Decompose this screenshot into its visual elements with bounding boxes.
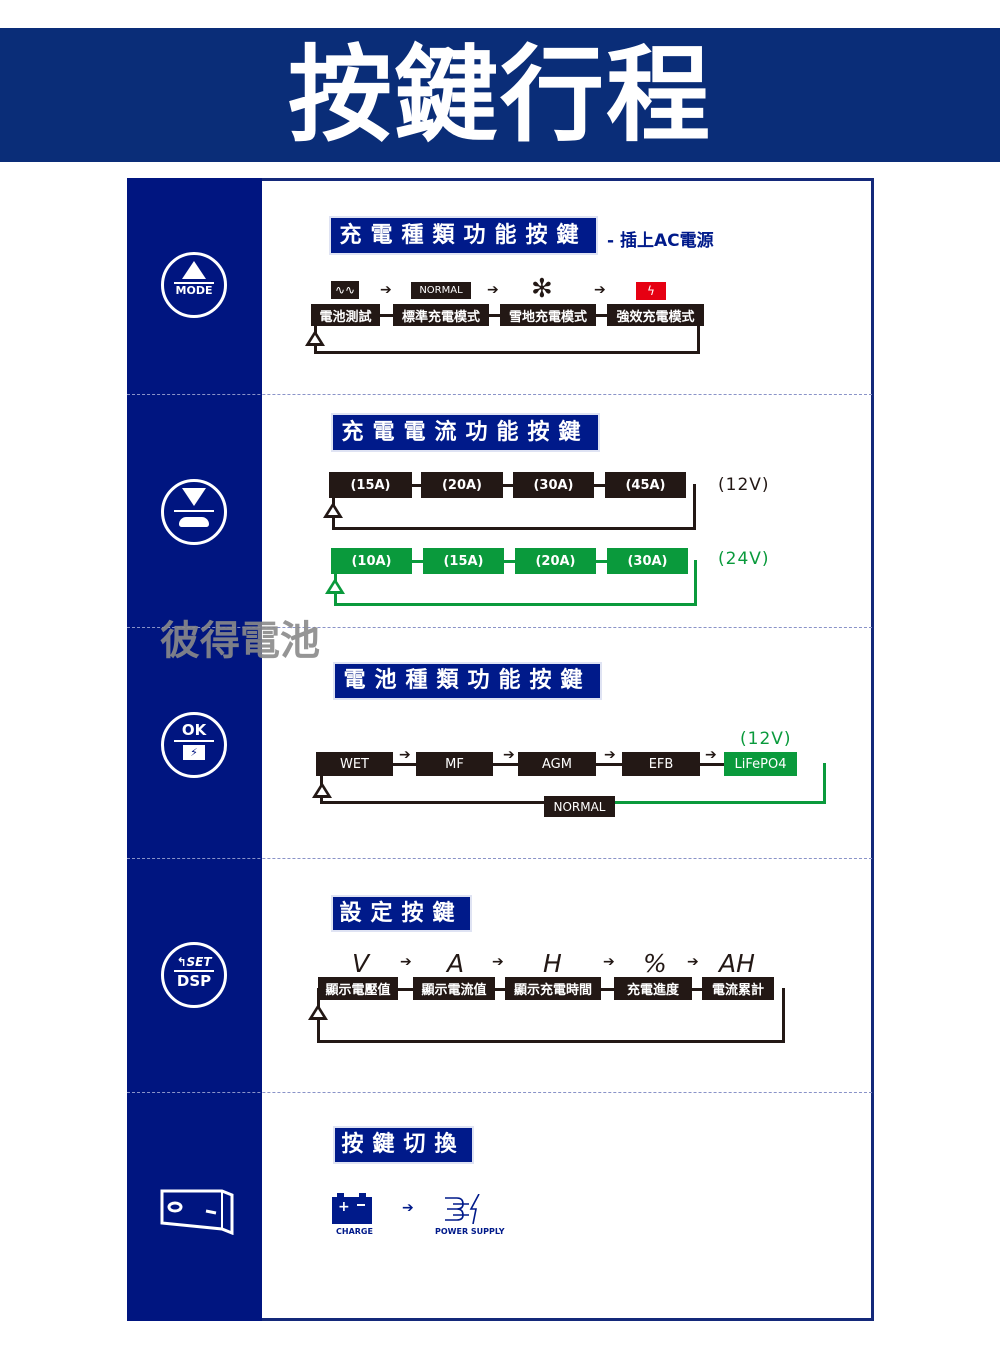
arrow-icon: ➔ xyxy=(399,747,411,763)
step-box: 顯示電流值 xyxy=(413,977,495,1000)
connector-line xyxy=(331,560,688,563)
voltage-label-12v: (12V) xyxy=(740,729,792,749)
mode-up-button-icon: MODE xyxy=(161,252,227,318)
return-arrow-icon xyxy=(325,578,345,594)
ok-label: OK xyxy=(181,721,207,739)
arrow-icon: ➔ xyxy=(603,954,615,970)
down-car-button-icon xyxy=(161,479,227,545)
return-arrow-icon xyxy=(323,502,343,518)
step-box: (20A) xyxy=(515,548,596,574)
step-box: (10A) xyxy=(331,548,412,574)
section-title: 充電電流功能按鍵 xyxy=(331,413,600,452)
step-box: 雪地充電模式 xyxy=(500,304,596,326)
step-box: (15A) xyxy=(329,472,412,498)
step-box: 顯示電壓值 xyxy=(318,977,398,1000)
voltage-label-12v: (12V) xyxy=(718,475,770,495)
return-arrow-icon xyxy=(312,782,332,798)
arrow-icon: ➔ xyxy=(400,954,412,970)
boost-battery-icon: ϟ xyxy=(636,282,666,300)
arrow-icon: ➔ xyxy=(503,747,515,763)
step-box: 電池測試 xyxy=(311,304,380,326)
display-symbol: A xyxy=(447,949,465,978)
step-box: (20A) xyxy=(421,472,503,498)
step-box: (30A) xyxy=(607,548,688,574)
mode-label: MODE xyxy=(175,284,213,297)
step-box: 充電進度 xyxy=(614,977,692,1000)
ac-power-note: - 插上AC電源 xyxy=(607,231,714,251)
arrow-icon: ➔ xyxy=(687,954,699,970)
display-symbol: % xyxy=(643,949,667,978)
voltage-label-24v: (24V) xyxy=(718,549,770,569)
divider xyxy=(127,1092,872,1093)
car-icon xyxy=(179,517,209,527)
display-symbol: V xyxy=(352,949,370,978)
arrow-icon: ➔ xyxy=(705,747,717,763)
step-box: 顯示充電時間 xyxy=(505,977,601,1000)
divider xyxy=(127,627,872,628)
section-title: 電池種類功能按鍵 xyxy=(333,662,602,700)
battery-test-icon: ∿∿ xyxy=(331,281,359,299)
page-title: 按鍵行程 xyxy=(287,34,712,156)
snowflake-icon: ✻ xyxy=(531,274,553,304)
divider xyxy=(127,858,872,859)
divider xyxy=(127,394,872,395)
dsp-label: DSP xyxy=(176,972,212,990)
battery-type-4: LiFePO4 xyxy=(724,752,797,776)
step-box: (30A) xyxy=(513,472,594,498)
display-symbol: H xyxy=(543,949,562,978)
battery-type-3: EFB xyxy=(622,752,700,776)
battery-type-2: AGM xyxy=(518,752,596,776)
header-banner xyxy=(0,28,1000,162)
step-box: (15A) xyxy=(423,548,504,574)
step-box: (45A) xyxy=(605,472,686,498)
battery-type-0: WET xyxy=(316,752,393,776)
svg-text:+: + xyxy=(338,1199,350,1215)
arrow-icon: ➔ xyxy=(402,1200,414,1216)
return-arrow-icon xyxy=(308,1004,328,1020)
normal-return-box: NORMAL xyxy=(544,796,615,817)
normal-battery-icon: NORMAL xyxy=(411,282,471,299)
battery-type-1: MF xyxy=(416,752,493,776)
power-supply-label: POWER SUPPLY xyxy=(435,1227,505,1236)
charge-label: CHARGE xyxy=(336,1227,373,1236)
arrow-icon: ➔ xyxy=(492,954,504,970)
set-label: SET xyxy=(186,955,212,969)
battery-icon: ⚡ xyxy=(183,745,205,760)
step-box: 強效充電模式 xyxy=(607,304,704,326)
step-box: 電流累計 xyxy=(702,977,774,1000)
connector-line xyxy=(329,484,686,487)
section-title: 按鍵切換 xyxy=(333,1126,474,1164)
charge-battery-icon: + xyxy=(332,1193,372,1224)
arrow-icon: ➔ xyxy=(594,282,606,298)
return-arrow-icon xyxy=(305,330,325,346)
arrow-icon: ➔ xyxy=(380,282,392,298)
watermark: 彼得電池 xyxy=(160,618,320,664)
rocker-switch-icon xyxy=(160,1189,234,1236)
section-title: 設定按鍵 xyxy=(331,895,472,932)
arrow-icon: ➔ xyxy=(487,282,499,298)
section-title: 充電種類功能按鍵 xyxy=(329,216,598,255)
power-supply-icon xyxy=(443,1193,483,1225)
ok-button-icon: OK ⚡ xyxy=(161,712,227,778)
step-box: 標準充電模式 xyxy=(393,304,489,326)
set-dsp-button-icon: ↰SET DSP xyxy=(161,942,227,1008)
arrow-icon: ➔ xyxy=(604,747,616,763)
display-symbol: AH xyxy=(719,949,755,978)
